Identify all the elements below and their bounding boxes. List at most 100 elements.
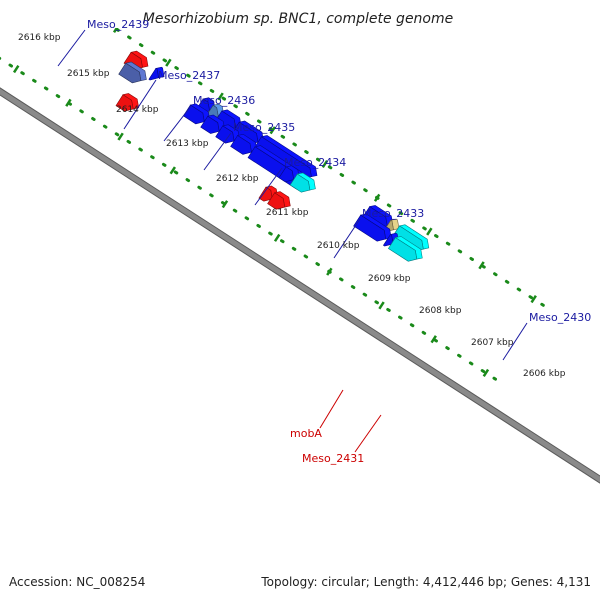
gene-feature[interactable] — [118, 61, 147, 84]
track-dot — [304, 150, 309, 155]
track-dot — [351, 180, 356, 185]
gene-label-meso-2436[interactable]: Meso_2436 — [193, 94, 255, 107]
track-dot — [81, 6, 82, 7]
track-dot — [209, 88, 215, 93]
track-dot — [161, 162, 167, 167]
track-dot — [457, 353, 462, 358]
gene-front-face — [215, 125, 235, 144]
track-dot — [233, 104, 238, 109]
track-dot — [386, 307, 391, 312]
map-title: Mesorhizobium sp. BNC1, complete genome — [143, 11, 454, 27]
track-dot — [55, 94, 61, 99]
track-dot — [197, 185, 202, 190]
gene-label-meso-2430[interactable]: Meso_2430 — [529, 311, 591, 324]
gene-callout-line — [203, 132, 232, 171]
gene-label-meso-2435[interactable]: Meso_2435 — [233, 121, 295, 134]
track-dot — [93, 14, 94, 15]
track-dot — [268, 127, 274, 132]
track-dot — [540, 302, 545, 307]
gene-features — [115, 50, 430, 262]
gene-label-meso-2439[interactable]: Meso_2439 — [87, 18, 149, 31]
gene-label-meso-2437[interactable]: Meso_2437 — [158, 69, 220, 82]
gene-feature[interactable] — [289, 172, 316, 193]
track-dot — [256, 119, 262, 124]
footer-accession: Accession: NC_008254 — [9, 575, 145, 589]
gene-callout-line — [354, 414, 382, 453]
gene-front-face — [267, 192, 286, 210]
gene-label-moba[interactable]: mobA — [290, 427, 322, 440]
track-dot — [245, 111, 250, 116]
track-dot — [422, 226, 427, 231]
track-dot — [209, 193, 214, 198]
footer-topology: Topology: circular; Length: 4,412,446 bp… — [260, 575, 591, 589]
track-dot — [480, 369, 486, 374]
kbp-tick-label: 2614 kbp — [116, 105, 159, 115]
kbp-tick-mark — [326, 267, 333, 276]
track-dot — [102, 124, 108, 129]
track-dot — [150, 155, 155, 160]
track-dot — [339, 172, 345, 177]
gene-feature[interactable] — [353, 213, 392, 242]
track-dot — [421, 330, 427, 335]
track-dot — [492, 376, 497, 381]
gene-label-meso-2434[interactable]: Meso_2434 — [284, 156, 346, 169]
kbp-tick-mark — [321, 159, 329, 169]
gene-feature[interactable] — [115, 93, 140, 112]
kbp-tick-mark — [217, 92, 224, 101]
gene-callout-line — [254, 167, 283, 206]
track-dot — [315, 157, 321, 162]
gene-feature[interactable] — [148, 66, 165, 81]
kbp-tick-label: 2615 kbp — [67, 69, 110, 79]
kbp-tick-mark — [373, 193, 381, 202]
track-dot — [362, 292, 368, 297]
track-dot — [138, 147, 143, 152]
gene-label-meso-2431[interactable]: Meso_2431 — [302, 452, 364, 465]
track-dot — [493, 272, 498, 277]
track-dot — [280, 239, 285, 244]
gene-feature[interactable] — [267, 191, 291, 210]
track-dot — [162, 58, 168, 63]
track-dot — [504, 279, 510, 284]
kbp-ticks — [12, 28, 537, 377]
kbp-tick-label: 2606 kbp — [523, 369, 566, 379]
gene-label-meso-2433[interactable]: Meso_2433 — [362, 207, 424, 220]
gene-front-face — [200, 115, 220, 134]
track-dot — [469, 256, 474, 261]
track-dot — [150, 50, 156, 55]
kbp-tick-mark — [378, 301, 385, 310]
track-dot — [457, 249, 463, 254]
track-dot — [516, 287, 522, 292]
track-dot — [91, 117, 96, 121]
track-dot — [185, 178, 191, 183]
gene-front-face — [148, 67, 159, 81]
track-dot — [173, 170, 179, 175]
track-dot — [468, 361, 474, 366]
track-dot — [186, 73, 191, 78]
track-dot — [8, 63, 13, 68]
gene-front-face — [289, 173, 311, 193]
backbone-line — [0, 88, 600, 483]
gene-front-face — [278, 166, 295, 183]
kbp-tick-label: 2609 kbp — [368, 274, 411, 284]
track-dot — [268, 231, 273, 236]
kbp-tick-mark — [426, 227, 433, 236]
track-dot — [315, 262, 320, 267]
gene-callout-line — [502, 322, 528, 361]
track-dot — [221, 96, 227, 101]
kbp-tick-label: 2610 kbp — [317, 241, 360, 251]
gene-feature[interactable] — [387, 236, 423, 262]
kbp-tick-mark — [482, 368, 490, 377]
gene-feature[interactable] — [230, 133, 258, 155]
gene-callout-line — [123, 79, 157, 130]
kbp-tick-label: 2608 kbp — [419, 306, 462, 316]
track-dot — [114, 132, 120, 137]
gene-front-face — [382, 233, 394, 247]
gene-front-face — [387, 237, 418, 262]
track-dot — [386, 203, 392, 208]
track-dot — [398, 211, 404, 216]
map-labels: 2616 kbp 2615 kbp 2614 kbp 2613 kbp 2612… — [18, 18, 591, 465]
track-dot — [280, 134, 286, 139]
kbp-tick-label: 2611 kbp — [266, 208, 309, 218]
track-dot — [126, 139, 132, 144]
